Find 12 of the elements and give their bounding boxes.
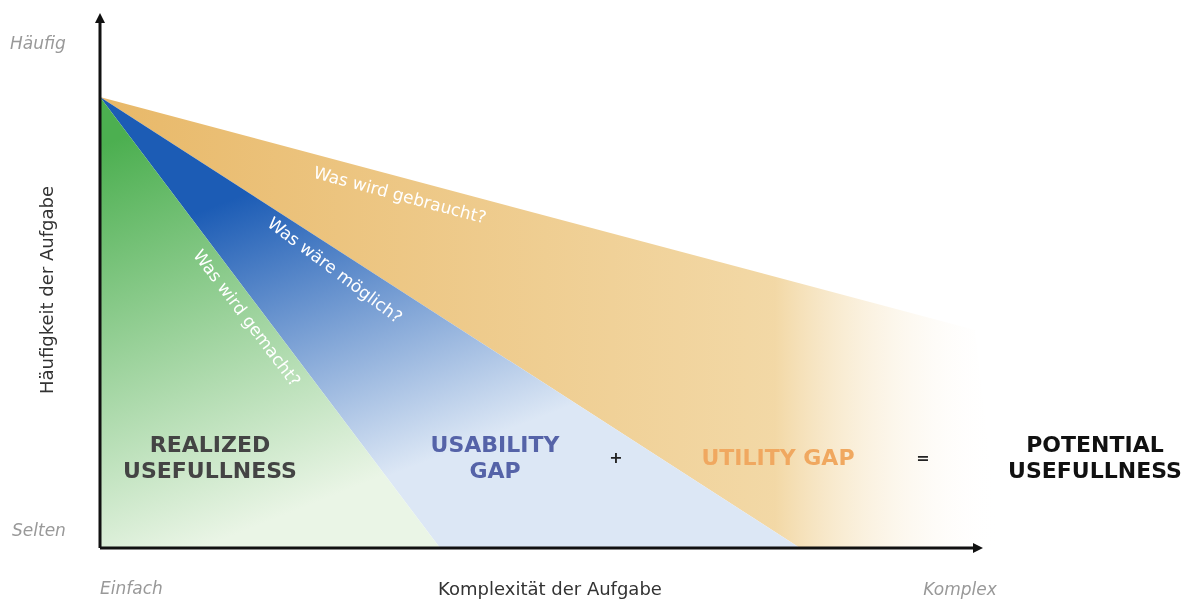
area-title: USABILITY GAP [429, 431, 561, 485]
axis-end-label: Häufig [10, 33, 66, 54]
equals-sign: = [916, 448, 930, 468]
area-title: UTILITY GAP [700, 444, 856, 472]
axis-title: Häufigkeit der Aufgabe [36, 186, 58, 394]
result-title: POTENTIAL USEFULLNESS [1007, 431, 1181, 485]
axis-end-label: Komplex [923, 578, 997, 600]
area-title: REALIZED USEFULLNESS [122, 431, 298, 485]
axis-title: Komplexität der Aufgabe [438, 578, 662, 600]
plus-sign: + [609, 448, 623, 468]
axis-end-label: Einfach [100, 578, 163, 599]
axis-end-label: Selten [12, 520, 66, 541]
